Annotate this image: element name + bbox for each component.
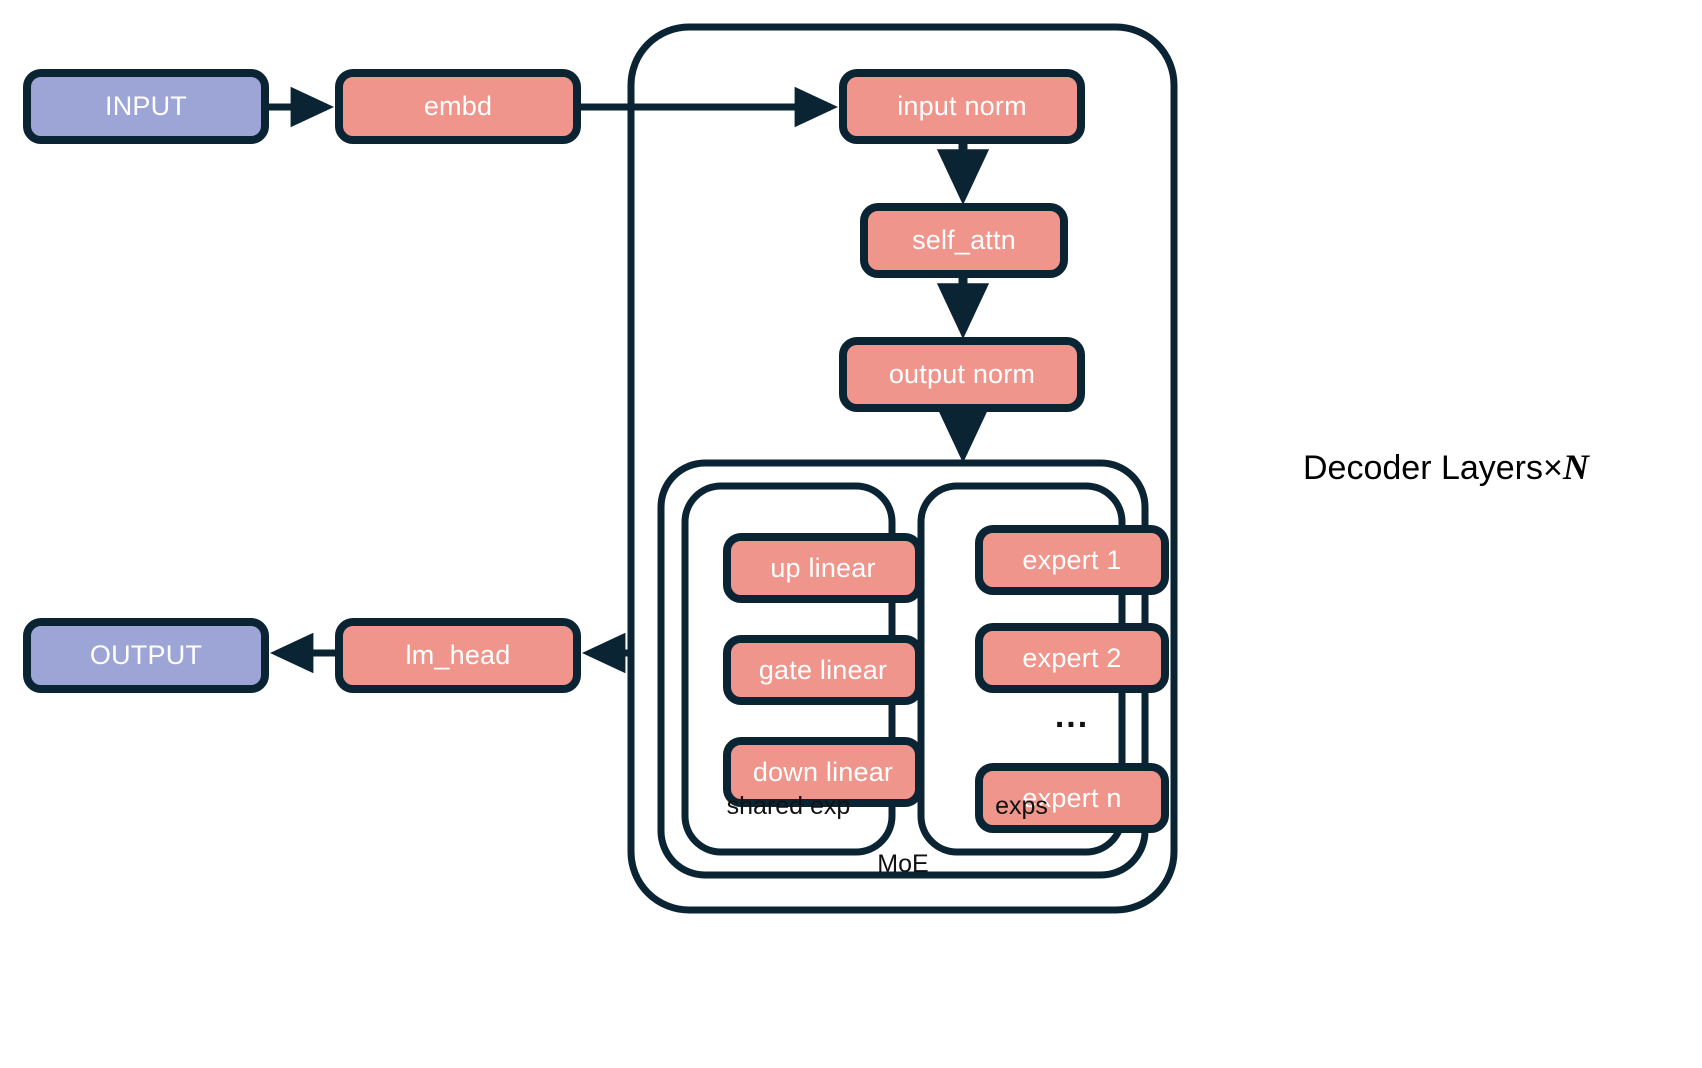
node-expert-2[interactable]: [975, 623, 1169, 693]
node-input[interactable]: [23, 69, 269, 144]
node-lm-head[interactable]: [335, 618, 581, 693]
node-expert-1[interactable]: [975, 525, 1169, 595]
node-embd[interactable]: [335, 69, 581, 144]
node-input-norm[interactable]: [839, 69, 1085, 144]
node-self-attn[interactable]: [860, 203, 1068, 278]
node-output[interactable]: [23, 618, 269, 693]
decoder-layers-multiplier: N: [1562, 447, 1589, 487]
decoder-layers-caption-text: Decoder Layers×: [1303, 449, 1563, 487]
node-gate-linear[interactable]: [723, 635, 923, 705]
node-up-linear[interactable]: [723, 533, 923, 603]
node-expert-n[interactable]: [975, 763, 1169, 833]
decoder-layers-caption: Decoder Layers×N: [1303, 446, 1589, 488]
node-output-norm[interactable]: [839, 337, 1085, 412]
node-down-linear[interactable]: [723, 737, 923, 807]
